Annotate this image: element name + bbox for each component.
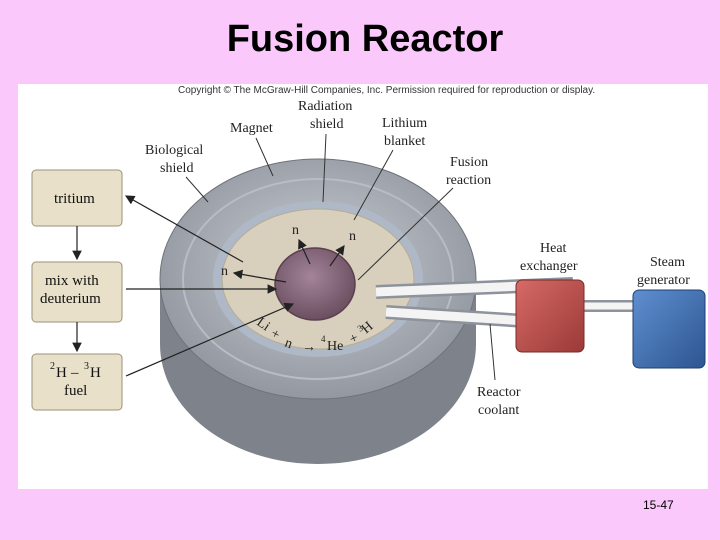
reaction-neutron: n bbox=[283, 336, 295, 352]
reaction-tritium-mass: 3 bbox=[355, 323, 365, 334]
slide-title: Fusion Reactor bbox=[226, 18, 504, 60]
biological-shield-label-line1: Biological bbox=[145, 143, 203, 158]
plasma-core bbox=[274, 247, 356, 321]
neutron-label: n bbox=[221, 264, 228, 279]
magnet-label: Magnet bbox=[230, 121, 273, 136]
fuel-box: 2 H – 3 H fuel bbox=[31, 353, 123, 411]
fuel-tritium: H bbox=[90, 365, 101, 381]
steam-generator-box bbox=[632, 289, 706, 369]
heat-exchanger-box bbox=[515, 279, 585, 353]
lithium-blanket-label-line2: blanket bbox=[384, 134, 425, 149]
fusion-reaction-label-line1: Fusion bbox=[450, 155, 488, 170]
reaction-helium: He bbox=[327, 339, 343, 354]
leader-lines bbox=[185, 133, 496, 381]
mix-box-label-line2: deuterium bbox=[40, 291, 101, 307]
radiation-shield-label-line2: shield bbox=[310, 117, 343, 132]
radiation-shield-label-line1: Radiation bbox=[298, 99, 352, 114]
heat-exchanger-label-line1: Heat bbox=[540, 241, 567, 256]
mix-box: mix with deuterium bbox=[31, 261, 123, 323]
biological-shield-label-line2: shield bbox=[160, 161, 193, 176]
fusion-reaction-label-line2: reaction bbox=[446, 173, 491, 188]
fusion-reactor-figure: n n n Li + n → 4 He + 3 H Radiation shie… bbox=[18, 84, 708, 489]
neutron-label: n bbox=[349, 229, 356, 244]
tritium-box: tritium bbox=[31, 169, 123, 227]
fuel-box-label-line2: fuel bbox=[64, 383, 87, 399]
fuel-deuterium: H bbox=[56, 365, 67, 381]
fuel-deuterium-mass: 2 bbox=[50, 361, 55, 372]
flow-arrows bbox=[72, 195, 295, 377]
steam-generator-label-line2: generator bbox=[637, 273, 690, 288]
reactor-coolant-label-line1: Reactor bbox=[477, 385, 521, 400]
slide-number: 15-47 bbox=[643, 498, 674, 512]
reactor-coolant-label-line2: coolant bbox=[478, 403, 519, 418]
copyright-notice: Copyright © The McGraw-Hill Companies, I… bbox=[178, 85, 596, 96]
fusion-reactor-diagram: n n n Li + n → 4 He + 3 H Radiation shie… bbox=[31, 99, 706, 464]
tritium-box-label: tritium bbox=[54, 191, 95, 207]
neutron-arrows bbox=[232, 238, 345, 283]
steam-generator-label-line1: Steam bbox=[650, 255, 685, 270]
mix-box-label-line1: mix with bbox=[45, 273, 99, 289]
fuel-tritium-mass: 3 bbox=[84, 361, 89, 372]
heat-exchanger-label-line2: exchanger bbox=[520, 259, 578, 274]
lithium-blanket-label-line1: Lithium bbox=[382, 116, 427, 131]
reaction-arrow: → bbox=[302, 340, 316, 355]
reaction-helium-mass: 4 bbox=[321, 334, 326, 344]
neutron-label: n bbox=[292, 223, 299, 238]
fuel-dash: – bbox=[70, 365, 79, 381]
